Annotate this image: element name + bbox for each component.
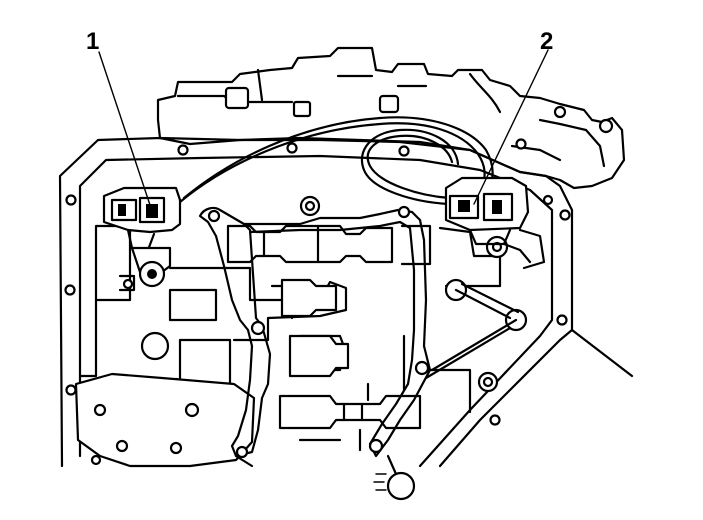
callout-label-1: 1 [86,28,100,55]
case-flange [58,136,634,468]
solenoid-1 [102,186,182,292]
right-valve-body [299,195,546,393]
wiring-bracket [198,205,520,501]
callout-2-leader [473,49,549,205]
callout-1-leader [98,51,151,206]
solenoid-2 [444,176,532,264]
callout-label-2: 2 [540,28,554,55]
solenoid-wires [178,116,494,206]
